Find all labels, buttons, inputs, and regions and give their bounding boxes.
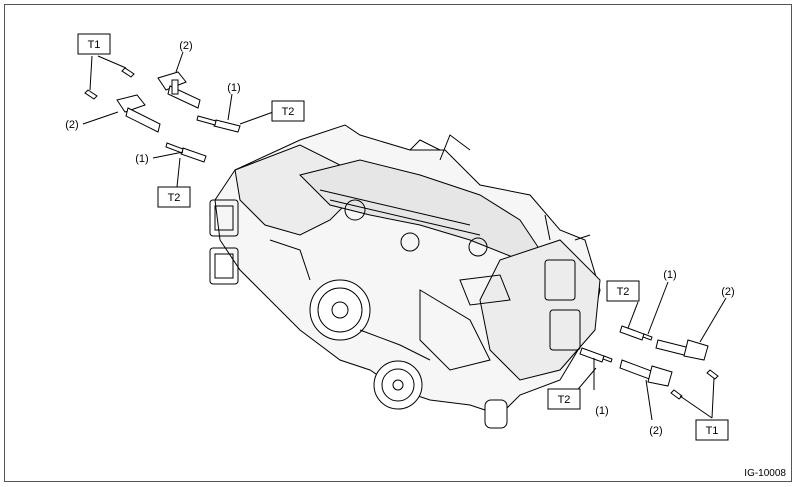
bolt-upper-left — [121, 67, 135, 78]
t1-box-right: T1 — [695, 419, 729, 441]
part-2-label-lower-right: (2) — [649, 425, 662, 437]
spark-plug-lower-left — [165, 142, 207, 163]
spark-plug-upper-left — [196, 115, 241, 133]
t2-box-lower-right: T2 — [547, 388, 581, 410]
part-2-label-upper-left: (2) — [179, 40, 192, 52]
t1-label-left: T1 — [88, 39, 101, 51]
t2-label-upper-left: T2 — [282, 106, 295, 118]
t1-box-left: T1 — [77, 33, 111, 55]
t2-box-lower-left: T2 — [157, 186, 191, 208]
diagram-frame — [4, 4, 792, 482]
t2-label-lower-right: T2 — [558, 394, 571, 406]
part-1-label-lower-right: (1) — [595, 405, 608, 417]
part-2-label-lower-left: (2) — [65, 119, 78, 131]
t2-box-upper-left: T2 — [271, 100, 305, 122]
part-1-label-upper-left: (1) — [227, 82, 240, 94]
t1-label-right: T1 — [706, 425, 719, 437]
leader-lines-left — [82, 51, 277, 188]
ignition-coil-upper-right — [655, 339, 709, 361]
engine-assembly — [209, 124, 601, 429]
part-2-label-upper-right: (2) — [721, 286, 734, 298]
part-1-label-upper-right: (1) — [663, 269, 676, 281]
t2-label-lower-left: T2 — [168, 192, 181, 204]
t2-label-upper-right: T2 — [617, 286, 630, 298]
spark-plug-upper-right — [619, 325, 653, 341]
bolt-right-lower — [670, 389, 683, 400]
bolt-lower-left — [84, 89, 98, 100]
t2-box-upper-right: T2 — [606, 280, 640, 302]
spark-plug-lower-right — [579, 347, 613, 363]
figure-id: IG-10008 — [744, 468, 786, 479]
ignition-coil-lower-left — [116, 94, 161, 133]
ignition-coil-lower-right — [619, 359, 673, 387]
leader-lines-right — [573, 281, 727, 421]
bolt-right-upper — [706, 369, 719, 380]
part-1-label-lower-left: (1) — [135, 153, 148, 165]
ignition-coil-upper-left — [157, 71, 201, 109]
